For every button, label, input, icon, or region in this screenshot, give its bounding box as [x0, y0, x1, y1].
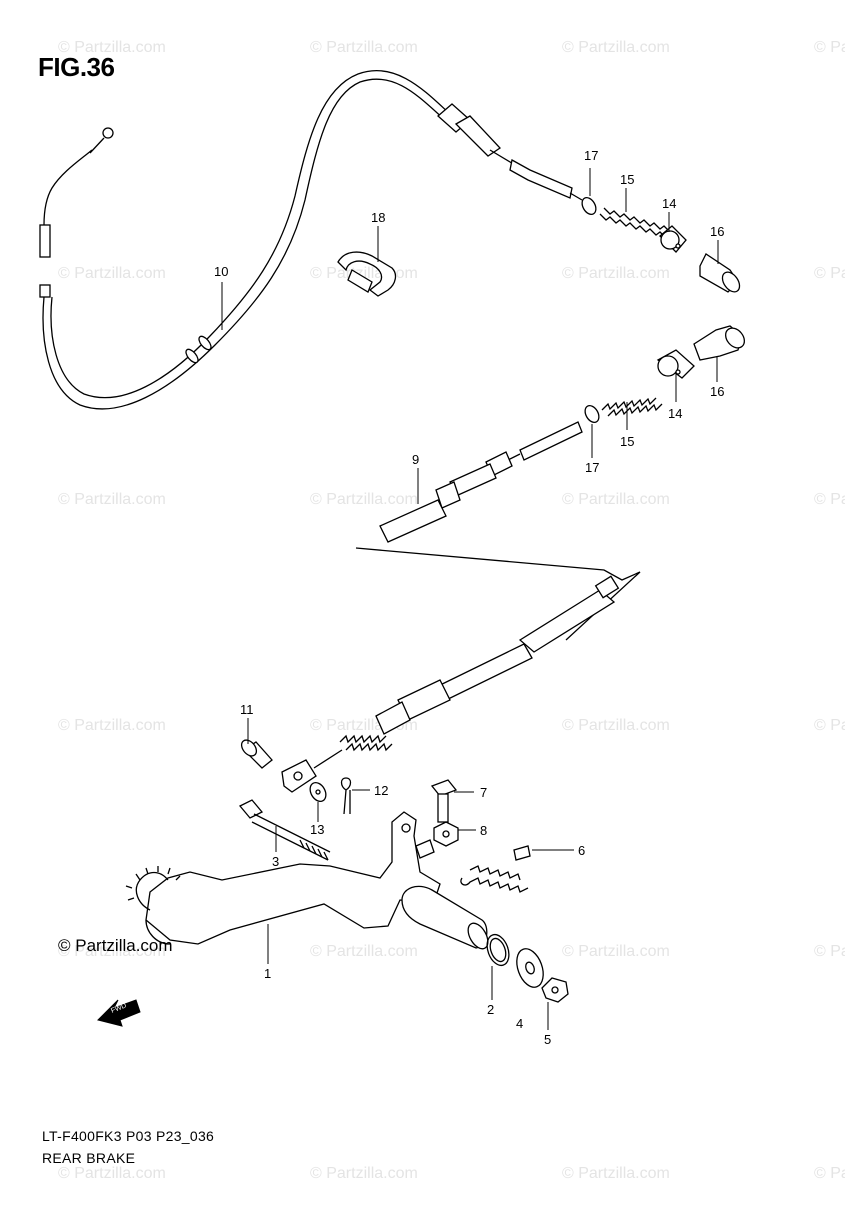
washer-4	[516, 948, 544, 988]
watermark-text: © Partzilla.com	[58, 943, 166, 960]
watermark-text: © Partzilla.com	[814, 491, 845, 508]
callout-12: 12	[374, 783, 388, 798]
callout-8: 8	[480, 823, 487, 838]
cable-clamp-18	[337, 251, 397, 297]
callout-16-lower: 16	[710, 384, 724, 399]
watermark-text: © Partzilla.com	[58, 1165, 166, 1182]
watermark-text: © Partzilla.com	[814, 717, 845, 734]
watermark-text: © Partzilla.com	[562, 1165, 670, 1182]
watermark-text: © Partzilla.com	[814, 1165, 845, 1182]
watermark-text: © Partzilla.com	[562, 943, 670, 960]
callout-14-upper: 14	[662, 196, 676, 211]
upper-hardware	[581, 196, 741, 293]
leader-lines	[221, 168, 719, 1030]
clevis-pin-11	[240, 739, 273, 769]
callout-10: 10	[214, 264, 228, 279]
nut-8	[433, 821, 459, 847]
watermark-text: © Partzilla.com	[814, 39, 845, 56]
figure-name: REAR BRAKE	[42, 1150, 136, 1166]
front-arrow-icon: FWD	[97, 999, 141, 1027]
callout-labels: 17 15 14 16 18 10 16 14 15 17 9 11 7 12 …	[214, 148, 724, 1047]
watermark-text: © Partzilla.com	[58, 39, 166, 56]
copyright-notice: © Partzilla.com	[58, 936, 173, 955]
watermark-text: © Partzilla.com	[562, 491, 670, 508]
watermark-text: © Partzilla.com	[814, 265, 845, 282]
watermark-text: © Partzilla.com	[562, 717, 670, 734]
watermark-text: © Partzilla.com	[310, 943, 418, 960]
callout-15-upper: 15	[620, 172, 634, 187]
brake-cable-9	[281, 421, 641, 793]
callout-17-upper: 17	[584, 148, 598, 163]
watermark-text: © Partzilla.com	[310, 39, 418, 56]
watermark-text: © Partzilla.com	[562, 265, 670, 282]
callout-6: 6	[578, 843, 585, 858]
callout-14-lower: 14	[668, 406, 682, 421]
watermark-text: © Partzilla.com	[310, 491, 418, 508]
callout-11: 11	[240, 702, 254, 717]
bolt-7	[430, 779, 458, 823]
callout-2: 2	[487, 1002, 494, 1017]
callout-3: 3	[272, 854, 279, 869]
callout-15-lower: 15	[620, 434, 634, 449]
callout-7: 7	[480, 785, 487, 800]
watermark-layer: © Partzilla.com© Partzilla.com© Partzill…	[58, 39, 845, 1182]
callout-9: 9	[412, 452, 419, 467]
watermark-text: © Partzilla.com	[58, 491, 166, 508]
cotter-pin-12	[340, 777, 352, 815]
return-spring-6	[460, 845, 531, 893]
cable-9-upper-hardware	[584, 325, 746, 424]
callout-16-upper: 16	[710, 224, 724, 239]
callout-1: 1	[264, 966, 271, 981]
nut-5	[541, 977, 569, 1003]
callout-18: 18	[371, 210, 385, 225]
figure-code: LT-F400FK3 P03 P23_036	[42, 1128, 215, 1144]
brake-pedal-1	[125, 811, 489, 950]
callout-5: 5	[544, 1032, 551, 1047]
watermark-text: © Partzilla.com	[814, 943, 845, 960]
watermark-text: © Partzilla.com	[58, 265, 166, 282]
callout-13: 13	[310, 822, 324, 837]
callout-4: 4	[516, 1016, 523, 1031]
pivot-bolt-3	[238, 799, 331, 861]
washer-13	[309, 782, 327, 802]
callout-17-lower: 17	[585, 460, 599, 475]
circlip-2	[486, 933, 510, 967]
watermark-text: © Partzilla.com	[562, 39, 670, 56]
watermark-text: © Partzilla.com	[58, 717, 166, 734]
brake-cable-10	[39, 69, 583, 410]
figure-title: FIG.36	[38, 52, 115, 82]
watermark-text: © Partzilla.com	[310, 1165, 418, 1182]
